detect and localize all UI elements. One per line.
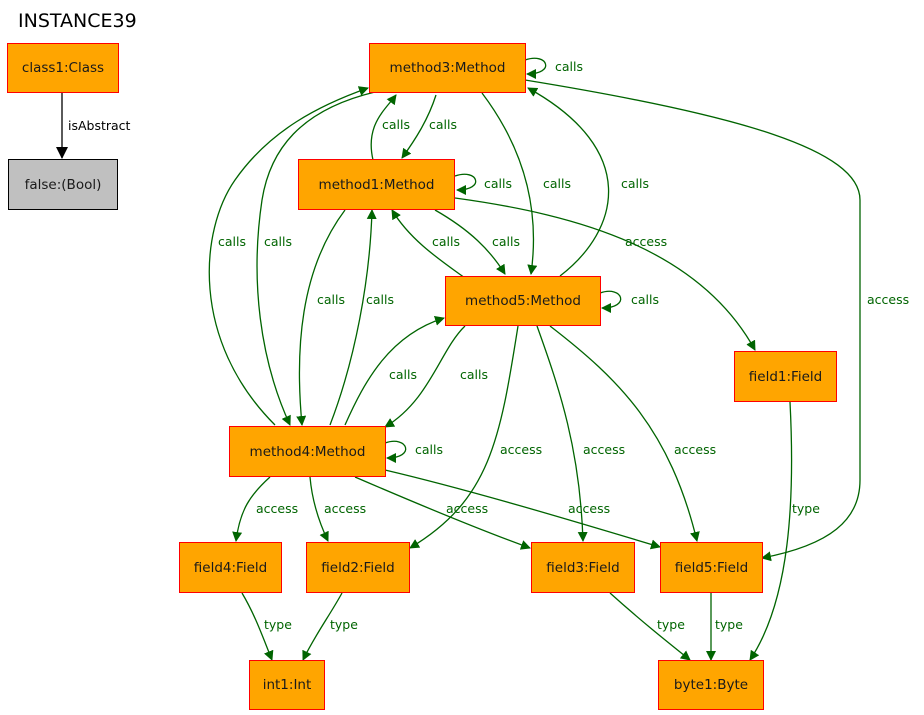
edge-label-isabstract: isAbstract (68, 118, 131, 133)
node-field5[interactable]: field5:Field (660, 542, 763, 593)
label-method5-self: calls (631, 292, 659, 307)
label-m4-field3: access (446, 501, 488, 516)
label-field5-byte1: type (715, 617, 743, 632)
edge-method4-method1-calls (329, 209, 377, 426)
label-m4-field4: access (256, 501, 298, 516)
node-field2[interactable]: field2:Field (306, 542, 410, 593)
label-m1-m4: calls (317, 292, 345, 307)
label-m4-field2: access (324, 501, 366, 516)
edge-method5-method4-calls (384, 325, 466, 428)
node-method3[interactable]: method3:Method (369, 43, 526, 93)
label-m5-m1: calls (432, 234, 460, 249)
label-m1-m5: calls (492, 234, 520, 249)
label-m1-m3: calls (382, 117, 410, 132)
edge-method4-field3-access (354, 476, 531, 550)
edge-method3-method4-calls-b (256, 91, 376, 426)
edge-field1-byte1-type (749, 401, 793, 661)
label-m3-m1: calls (429, 117, 457, 132)
label-m5-field2: access (500, 442, 542, 457)
label-m5-field3: access (583, 442, 625, 457)
label-field1-byte1: type (792, 501, 820, 516)
node-method5[interactable]: method5:Method (445, 276, 601, 326)
edge-method5-field5-access (549, 325, 700, 542)
edge-method1-self-calls (454, 173, 477, 195)
edge-method5-field2-access (409, 325, 519, 549)
node-byte1[interactable]: byte1:Byte (658, 660, 764, 710)
edge-method3-method1-calls (401, 94, 437, 159)
edge-method4-field4-access (232, 476, 271, 542)
edge-method1-method3-calls (370, 94, 397, 161)
edge-method4-field5-access (384, 469, 661, 550)
label-field3-byte1: type (657, 617, 685, 632)
label-m1-field1: access (625, 234, 667, 249)
edge-method4-method5-calls (344, 315, 445, 426)
label-m3-field5: access (867, 292, 909, 307)
edge-method3-self-calls (524, 57, 547, 79)
node-method1[interactable]: method1:Method (298, 159, 455, 210)
label-field4-int1: type (264, 617, 292, 632)
node-false-bool[interactable]: false:(Bool) (8, 159, 118, 210)
label-method4-self: calls (415, 442, 443, 457)
edge-method1-method4-calls (296, 209, 346, 426)
label-m5-m4: calls (460, 367, 488, 382)
label-m5-m3: calls (621, 176, 649, 191)
edge-method3-method5-calls (481, 92, 538, 275)
node-class1[interactable]: class1:Class (7, 43, 119, 93)
edge-method5-self-calls (599, 290, 622, 313)
edge-method3-field5-access (524, 79, 861, 562)
edge-method5-method1-calls (391, 209, 466, 279)
edge-method4-self-calls (384, 440, 407, 463)
label-m4-field5: access (568, 501, 610, 516)
edge-method5-method3-calls (527, 87, 610, 277)
edge-method1-method5-calls (434, 209, 506, 275)
edge-field2-int1-type (302, 592, 343, 661)
edge-method1-field1-access (454, 197, 756, 351)
diagram-title: INSTANCE39 (18, 10, 137, 32)
label-field2-int1: type (330, 617, 358, 632)
edge-method5-field3-access (536, 325, 588, 542)
label-m4-m3-a: calls (218, 234, 246, 249)
node-method4[interactable]: method4:Method (229, 426, 386, 477)
node-field3[interactable]: field3:Field (531, 542, 635, 593)
node-field4[interactable]: field4:Field (179, 542, 282, 593)
node-field1[interactable]: field1:Field (734, 351, 837, 402)
edge-method4-method3-calls-a (208, 86, 369, 426)
label-method1-self: calls (484, 176, 512, 191)
node-int1[interactable]: int1:Int (249, 660, 325, 710)
edge-field3-byte1-type (609, 592, 691, 661)
label-m4-m5: calls (389, 367, 417, 382)
edge-field4-int1-type (241, 592, 274, 661)
label-method3-self: calls (555, 59, 583, 74)
label-m4-m3-b: calls (264, 234, 292, 249)
label-m4-m1: calls (366, 292, 394, 307)
edge-method4-field2-access (309, 476, 329, 542)
label-m3-m5: calls (543, 176, 571, 191)
label-m5-field5: access (674, 442, 716, 457)
